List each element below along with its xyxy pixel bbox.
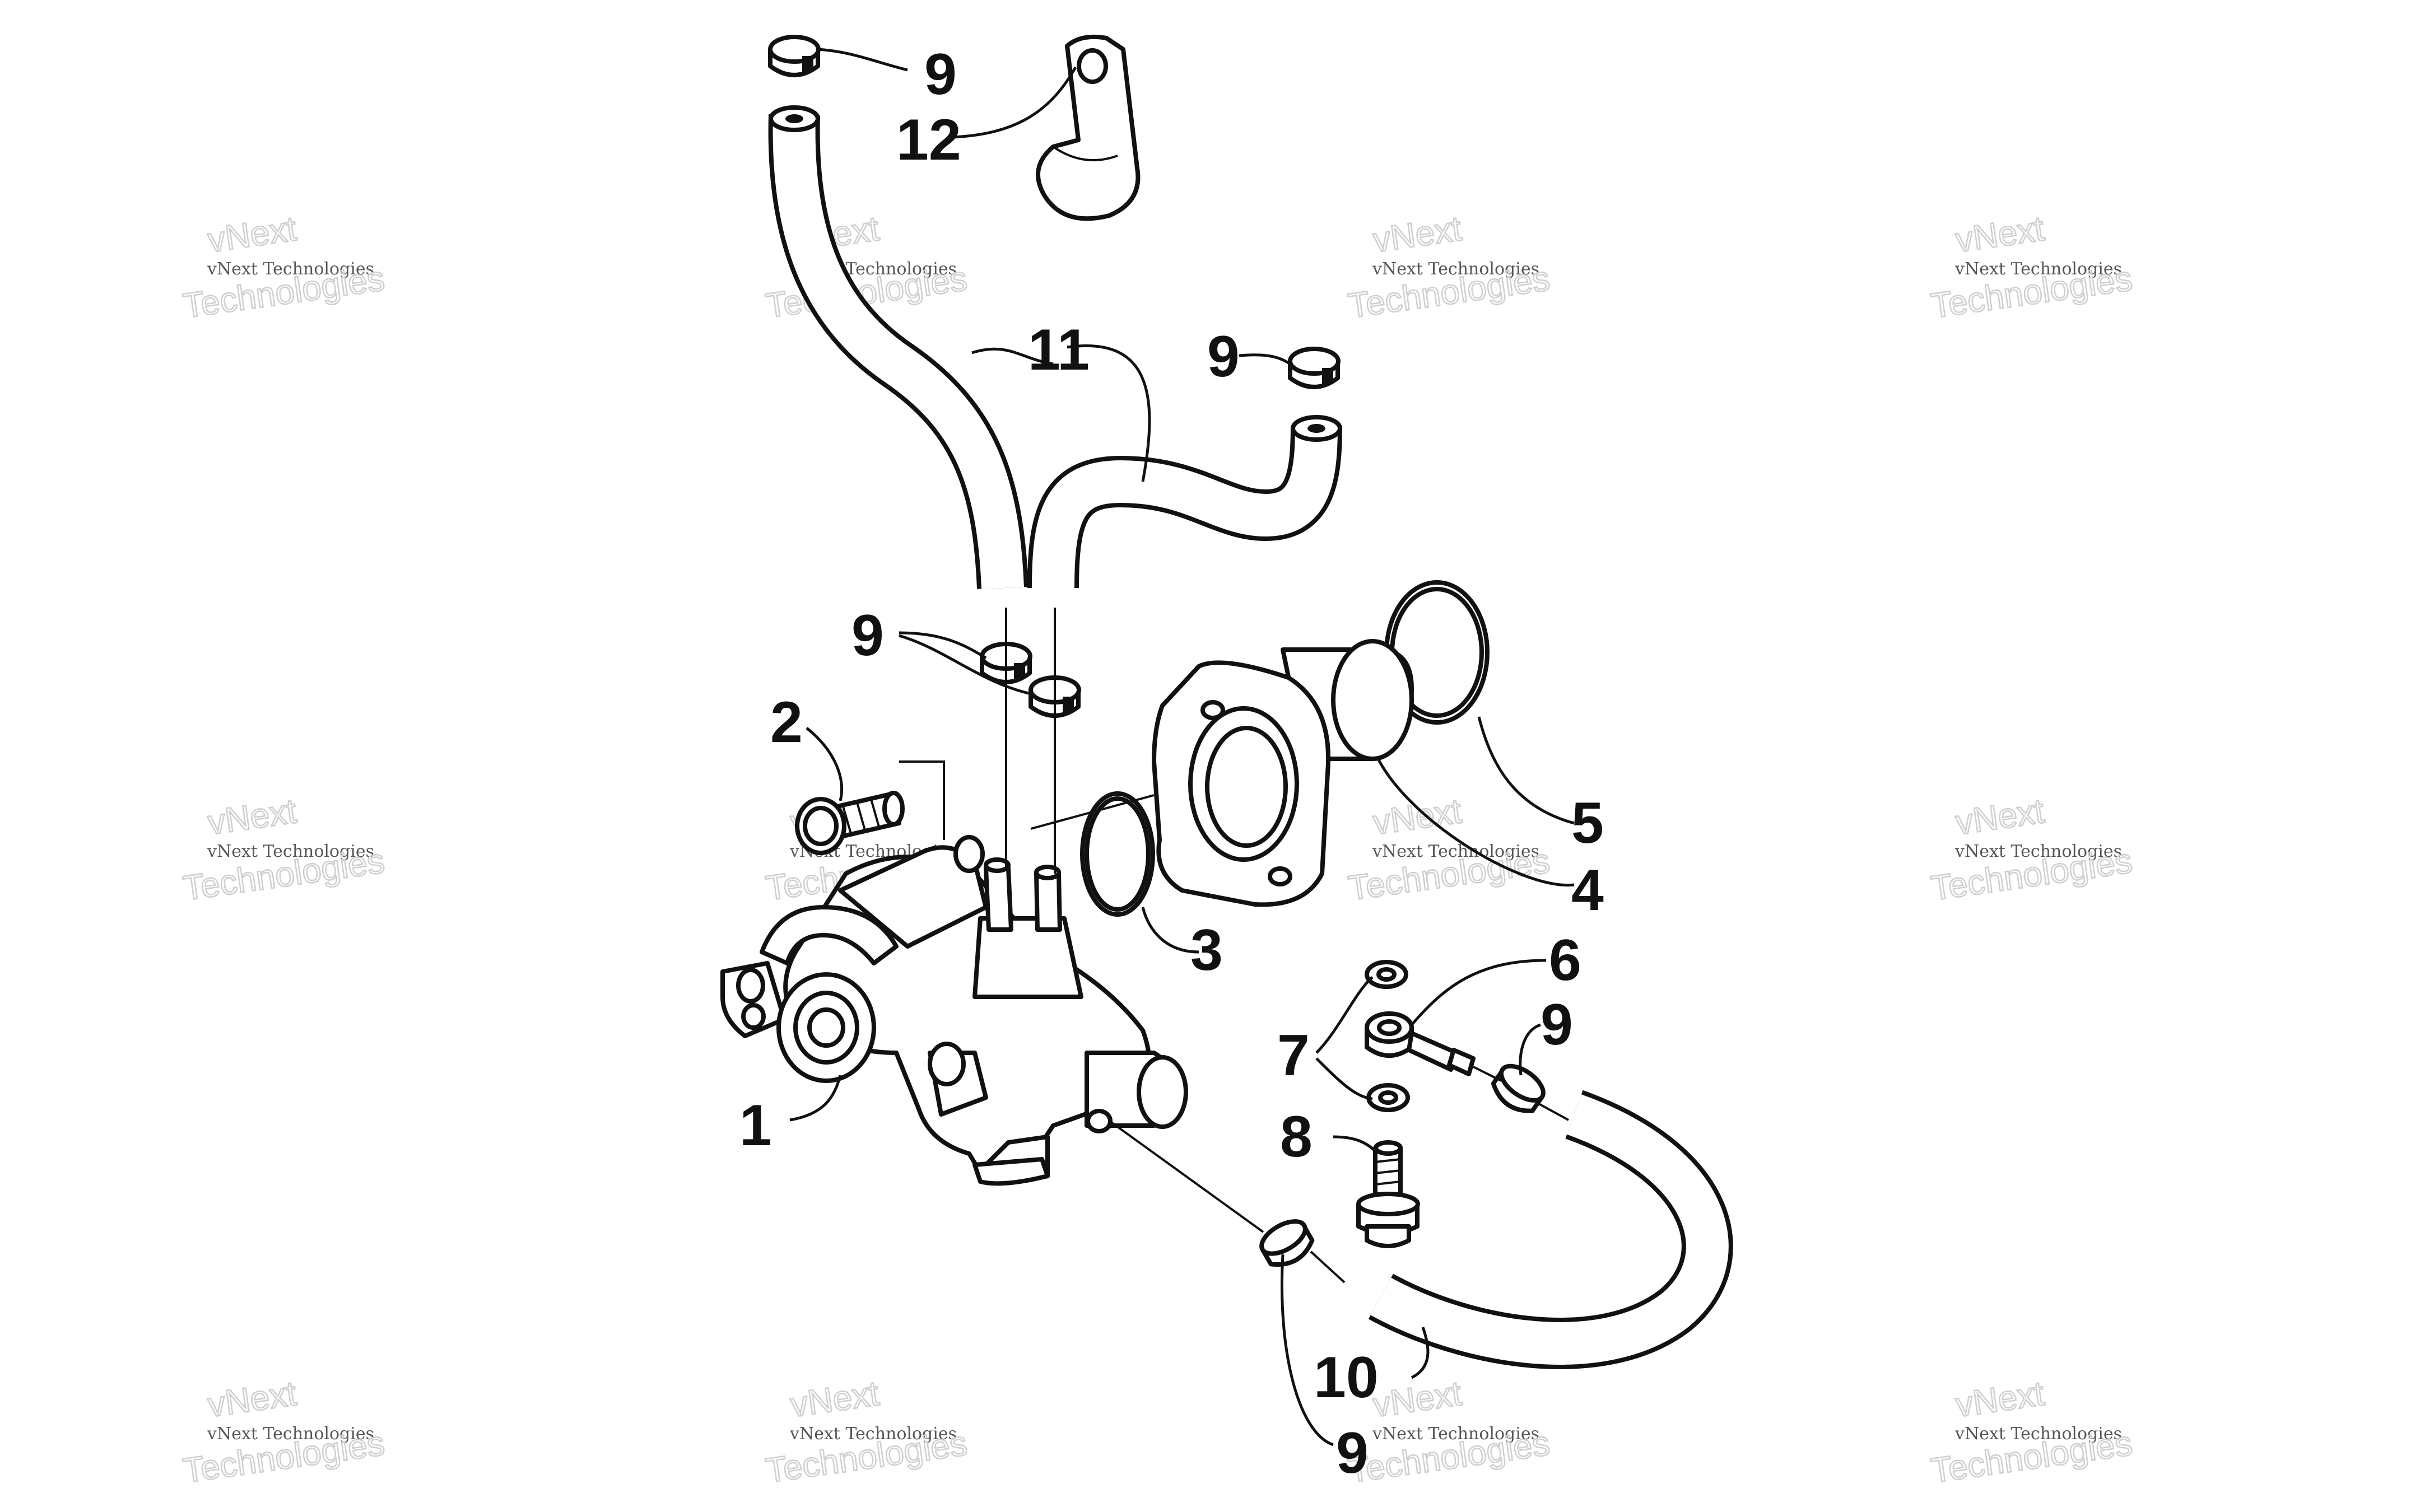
banjo-bolt-8 bbox=[1356, 1140, 1420, 1248]
oil-pump-1 bbox=[720, 835, 1188, 1186]
callout-4: 4 bbox=[1571, 858, 1604, 923]
svg-text:vNext Technologies: vNext Technologies bbox=[207, 842, 374, 861]
callout-7: 7 bbox=[1277, 1023, 1310, 1088]
svg-text:vNext: vNext bbox=[1371, 209, 1464, 260]
svg-text:vNext: vNext bbox=[1371, 1374, 1464, 1425]
hose-clamp bbox=[1259, 1219, 1315, 1267]
watermark: vNext vNext Technologies Technologies bbox=[1928, 791, 2135, 909]
svg-text:vNext Technologies: vNext Technologies bbox=[207, 1424, 374, 1444]
washer-7-lower bbox=[1366, 1083, 1410, 1112]
svg-text:vNext: vNext bbox=[206, 1374, 299, 1425]
svg-text:vNext Technologies: vNext Technologies bbox=[1372, 259, 1539, 279]
watermark: vNext vNext Technologies Technologies bbox=[1345, 209, 1553, 326]
callout-9: 9 bbox=[1541, 992, 1573, 1057]
gasket-3 bbox=[1080, 791, 1155, 917]
callout-leaders bbox=[789, 48, 1575, 1446]
callout-12: 12 bbox=[896, 108, 961, 172]
svg-text:vNext: vNext bbox=[206, 209, 299, 260]
banjo-bolt-2 bbox=[795, 791, 905, 855]
svg-text:vNext Technologies: vNext Technologies bbox=[1954, 1424, 2122, 1444]
watermark: vNext vNext Technologies Technologies bbox=[1928, 1374, 2135, 1491]
svg-text:vNext Technologies: vNext Technologies bbox=[207, 259, 374, 279]
callout-5: 5 bbox=[1571, 791, 1604, 856]
svg-text:vNext Technologies: vNext Technologies bbox=[1372, 1424, 1539, 1444]
assembly-lines bbox=[899, 608, 1569, 1284]
callout-2: 2 bbox=[770, 690, 803, 755]
hose-11-right bbox=[1027, 415, 1342, 589]
hose-10 bbox=[1368, 1090, 1733, 1369]
callout-8: 8 bbox=[1280, 1104, 1313, 1169]
hose-11-left bbox=[768, 105, 1028, 589]
callout-9: 9 bbox=[1207, 324, 1240, 389]
hose-clamp bbox=[768, 35, 821, 77]
hose-clamp bbox=[1491, 1063, 1546, 1113]
watermark: vNext vNext Technologies Technologies bbox=[1928, 209, 2135, 326]
bracket-12 bbox=[1036, 34, 1141, 221]
callout-9: 9 bbox=[924, 42, 957, 107]
svg-text:vNext Technologies: vNext Technologies bbox=[789, 1424, 957, 1444]
watermark: vNext vNext Technologies Technologies bbox=[180, 1374, 388, 1491]
svg-text:vNext Technologies: vNext Technologies bbox=[1372, 842, 1539, 861]
svg-text:vNext Technologies: vNext Technologies bbox=[1954, 259, 2122, 279]
svg-text:vNext: vNext bbox=[1953, 209, 2047, 260]
svg-text:vNext: vNext bbox=[1953, 1374, 2047, 1425]
watermark: vNext vNext Technologies Technologies bbox=[1345, 791, 1553, 909]
callout-1: 1 bbox=[739, 1093, 772, 1158]
intake-flange-4 bbox=[1152, 639, 1414, 907]
hose-clamp bbox=[1288, 347, 1341, 389]
callout-labels: 9 12 11 9 9 2 5 4 3 6 9 7 1 8 10 9 bbox=[739, 42, 1604, 1486]
callout-10: 10 bbox=[1314, 1345, 1379, 1410]
svg-text:vNext: vNext bbox=[788, 1374, 882, 1425]
watermark: vNext vNext Technologies Technologies bbox=[180, 791, 388, 909]
watermark: vNext vNext Technologies Technologies bbox=[762, 1374, 970, 1491]
callout-9: 9 bbox=[851, 603, 884, 668]
callout-9: 9 bbox=[1336, 1421, 1369, 1486]
callout-6: 6 bbox=[1549, 928, 1581, 993]
banjo-fitting-6 bbox=[1365, 1011, 1476, 1076]
callout-11: 11 bbox=[1028, 318, 1090, 382]
watermark: vNext vNext Technologies Technologies bbox=[180, 209, 388, 326]
svg-text:vNext: vNext bbox=[1953, 792, 2047, 842]
washer-7-upper bbox=[1365, 960, 1408, 989]
svg-text:vNext: vNext bbox=[206, 792, 299, 842]
svg-text:vNext Technologies: vNext Technologies bbox=[1954, 842, 2122, 861]
callout-3: 3 bbox=[1190, 918, 1223, 983]
